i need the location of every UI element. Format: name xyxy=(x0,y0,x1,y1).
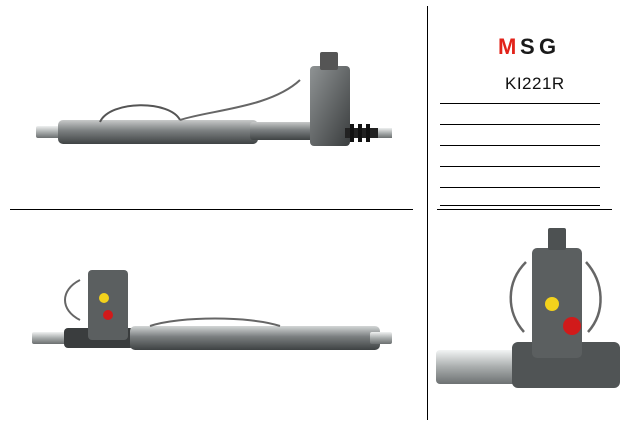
vertical-divider xyxy=(427,6,428,420)
hydraulic-pipe xyxy=(99,104,181,123)
note-line xyxy=(440,145,600,146)
rack-rod-left xyxy=(32,332,68,344)
rack-tube xyxy=(58,120,258,144)
rack-tube xyxy=(130,326,380,350)
red-cap xyxy=(563,317,581,335)
valve-body xyxy=(88,270,128,340)
note-line xyxy=(440,124,600,125)
rack-rod-right xyxy=(370,332,392,344)
part-number: KI221R xyxy=(505,74,565,93)
rack-rod xyxy=(436,350,520,384)
svg-text:G: G xyxy=(539,34,556,58)
note-line xyxy=(440,187,600,188)
svg-text:S: S xyxy=(520,34,535,58)
yellow-cap xyxy=(545,297,559,311)
bottom-left-view xyxy=(20,240,420,380)
valve-body xyxy=(310,66,350,146)
yellow-cap xyxy=(99,293,109,303)
bottom-right-closeup xyxy=(436,222,620,420)
boot-bellows xyxy=(345,124,381,142)
note-line xyxy=(440,205,600,206)
top-left-view xyxy=(20,40,410,170)
msg-logo: M S G xyxy=(498,34,570,59)
note-line xyxy=(440,103,600,104)
horizontal-divider-right xyxy=(437,209,612,210)
note-line xyxy=(440,166,600,167)
red-cap xyxy=(103,310,113,320)
horizontal-divider-left xyxy=(10,209,413,210)
svg-text:M: M xyxy=(498,34,516,58)
rack-rod-left xyxy=(36,126,62,138)
